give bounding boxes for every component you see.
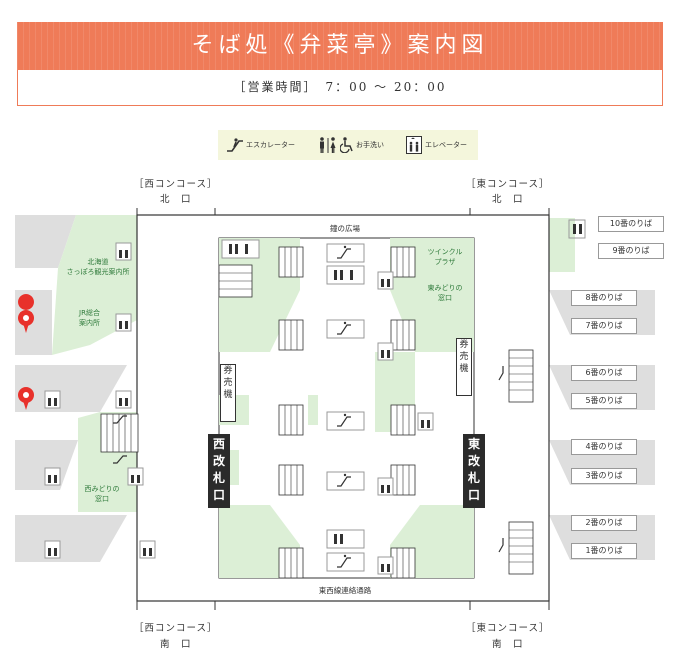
business-hours: ［営業時間］ 7：00 ～ 20：00 xyxy=(17,70,663,106)
title-banner: そば処《弁菜亭》案内図 xyxy=(17,22,663,70)
east-west-line-passage-label: 東西線連絡通路 xyxy=(318,586,372,595)
north-exit-west-label: 北 口 xyxy=(160,194,192,205)
platform-6-label: 6番のりば xyxy=(571,365,637,381)
bell-plaza-label: 鐘の広場 xyxy=(330,224,360,233)
west-ticket-machine: 券 売 機 xyxy=(220,364,236,422)
west-concourse-top-label: ［西コンコース］ xyxy=(134,179,218,190)
south-exit-east-label: 南 口 xyxy=(492,639,524,650)
platform-10-label: 10番のりば xyxy=(598,216,664,232)
map-legend: エスカレーター お手洗い エレベーター xyxy=(218,130,478,160)
twinkle-plaza-label: ツインクル プラザ xyxy=(427,248,463,266)
west-concourse-bottom-label: ［西コンコース］ xyxy=(134,623,218,634)
legend-elevator-label: エレベーター xyxy=(425,141,467,149)
north-exit-east-label: 北 口 xyxy=(492,194,524,205)
jr-info-center-label: JR総合 案内所 xyxy=(79,309,100,327)
stair-steps xyxy=(106,247,533,578)
platform-1-label: 1番のりば xyxy=(571,543,637,559)
platform-7-label: 7番のりば xyxy=(571,318,637,334)
platform-8-label: 8番のりば xyxy=(571,290,637,306)
platform-3-label: 3番のりば xyxy=(571,468,637,484)
platform-9-label: 9番のりば xyxy=(598,243,664,259)
west-midori-window-label: 西みどりの 窓口 xyxy=(84,485,120,503)
east-midori-window-label: 東みどりの 窓口 xyxy=(427,284,463,302)
platform-4-label: 4番のりば xyxy=(571,439,637,455)
east-ticket-gate: 東 改 札 口 xyxy=(463,434,485,508)
south-exit-west-label: 南 口 xyxy=(160,639,192,650)
legend-restroom-label: お手洗い xyxy=(356,141,384,149)
platform-2-label: 2番のりば xyxy=(571,515,637,531)
page-title: そば処《弁菜亭》案内図 xyxy=(191,33,489,58)
restroom-icon xyxy=(320,137,336,153)
east-ticket-machine: 券 売 機 xyxy=(456,338,472,396)
west-ticket-gate: 西 改 札 口 xyxy=(208,434,230,508)
elevator-icon xyxy=(406,136,422,154)
platform-5-label: 5番のりば xyxy=(571,393,637,409)
legend-escalator-label: エスカレーター xyxy=(246,141,295,149)
hokkaido-info-center-label: 北海道 さっぽろ観光案内所 xyxy=(66,258,130,276)
accessible-icon xyxy=(340,137,353,153)
escalator-icon xyxy=(227,138,243,152)
east-concourse-top-label: ［東コンコース］ xyxy=(466,179,550,190)
east-concourse-bottom-label: ［東コンコース］ xyxy=(466,623,550,634)
